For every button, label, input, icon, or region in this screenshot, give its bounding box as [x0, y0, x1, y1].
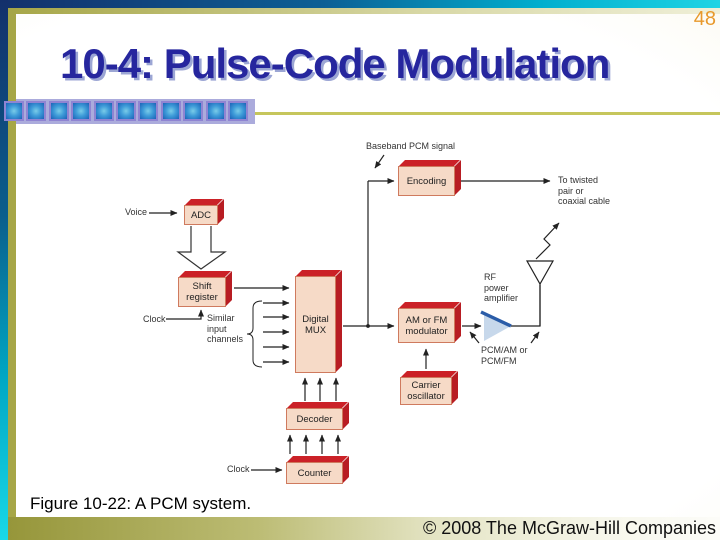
box-decoder-label: Decoder — [296, 413, 333, 425]
box-adc: ADC — [184, 205, 218, 225]
box-counter: Counter — [286, 462, 343, 484]
box-carrier-oscillator: Carrier oscillator — [400, 377, 452, 405]
deco-square — [48, 101, 69, 121]
box-decoder: Decoder — [286, 408, 343, 430]
label-similar-channels: Similar input channels — [207, 313, 244, 344]
baseband-pointer-arrow — [374, 154, 385, 169]
box-counter-label: Counter — [297, 467, 332, 479]
antenna-icon — [525, 260, 555, 286]
box-digital-mux: Digital MUX — [295, 276, 336, 373]
deco-square — [183, 101, 204, 121]
box-encoding: Encoding — [398, 166, 455, 196]
label-rf-amp: RF power amplifier — [484, 272, 519, 303]
label-twisted-pair: To twisted pair or coaxial cable — [558, 175, 611, 206]
deco-square — [227, 101, 248, 121]
label-clock-bottom: Clock — [227, 464, 250, 474]
clock-top-arrow — [166, 309, 204, 320]
deco-square — [138, 101, 159, 121]
horizontal-rule — [255, 112, 720, 115]
box-shift-register: Shift register — [178, 277, 226, 307]
deco-squares — [4, 101, 248, 121]
box-modulator-label: AM or FM modulator — [405, 314, 448, 337]
olive-top-border — [8, 8, 720, 14]
deco-square — [26, 101, 47, 121]
amplifier-icon — [484, 312, 511, 341]
box-shift-register-label: Shift register — [186, 281, 218, 303]
deco-square — [4, 101, 24, 121]
box-carrier-oscillator-label: Carrier oscillator — [407, 380, 445, 402]
deco-square — [115, 101, 136, 121]
pcm-pointer-right — [530, 331, 540, 344]
label-baseband: Baseband PCM signal — [366, 141, 456, 151]
block-arrow-icon — [176, 226, 227, 270]
zigzag-arrow-icon — [535, 222, 560, 260]
box-modulator: AM or FM modulator — [398, 308, 455, 343]
bottom-gradient-bar: © 2008 The McGraw-Hill Companies — [8, 517, 720, 540]
label-voice: Voice — [125, 207, 148, 217]
copyright-text: © 2008 The McGraw-Hill Companies — [422, 518, 716, 538]
label-pcm-modes: PCM/AM or PCM/FM — [481, 345, 528, 366]
box-adc-label: ADC — [190, 209, 212, 221]
figure-caption: Figure 10-22: A PCM system. — [30, 494, 252, 513]
deco-square — [71, 101, 92, 121]
deco-square — [160, 101, 181, 121]
label-clock-top: Clock — [143, 314, 166, 324]
top-gradient-bar — [0, 0, 720, 8]
pcm-pointer-left — [469, 331, 480, 344]
left-gradient-bar — [0, 0, 8, 540]
junction-dot — [366, 324, 370, 328]
deco-square — [93, 101, 114, 121]
page-number: 48 — [693, 8, 716, 30]
deco-square — [205, 101, 226, 121]
box-encoding-label: Encoding — [406, 175, 447, 187]
page-title: 10-4: Pulse-Code Modulation — [60, 40, 610, 87]
amplifier-stroke — [480, 310, 512, 328]
box-digital-mux-label: Digital MUX — [302, 313, 329, 336]
brace-icon — [246, 300, 263, 368]
olive-left-border — [8, 8, 16, 540]
